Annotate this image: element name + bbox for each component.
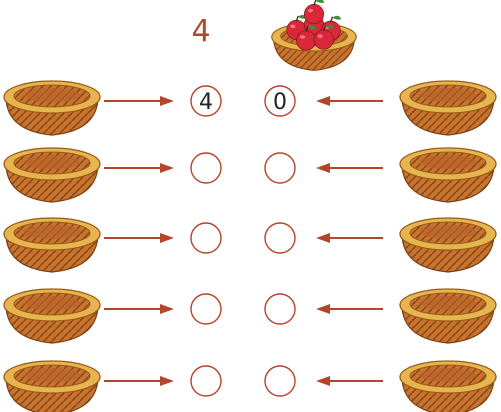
empty-basket-icon bbox=[3, 80, 101, 136]
left-answer-circle[interactable] bbox=[190, 222, 222, 254]
arrow-right-icon bbox=[104, 376, 174, 386]
empty-basket-icon bbox=[3, 147, 101, 203]
arrow-right-icon bbox=[104, 304, 174, 314]
right-answer-circle[interactable] bbox=[264, 152, 296, 184]
left-answer-circle[interactable]: 4 bbox=[190, 85, 222, 117]
empty-basket-icon bbox=[399, 288, 497, 344]
total-number: 4 bbox=[191, 14, 211, 49]
arrow-right-icon bbox=[104, 96, 174, 106]
empty-basket-icon bbox=[399, 80, 497, 136]
empty-basket-icon bbox=[399, 360, 497, 412]
empty-basket-icon bbox=[399, 217, 497, 273]
arrow-left-icon bbox=[316, 233, 383, 243]
arrow-left-icon bbox=[316, 376, 383, 386]
empty-basket-icon bbox=[3, 288, 101, 344]
left-answer-circle[interactable] bbox=[190, 293, 222, 325]
right-answer-circle[interactable] bbox=[264, 365, 296, 397]
row-3 bbox=[3, 217, 497, 273]
right-answer-value: 0 bbox=[273, 90, 287, 115]
arrow-left-icon bbox=[316, 96, 383, 106]
left-answer-circle[interactable] bbox=[190, 152, 222, 184]
row-5 bbox=[3, 360, 497, 412]
right-answer-circle[interactable] bbox=[264, 293, 296, 325]
left-answer-value: 4 bbox=[199, 90, 213, 115]
right-answer-circle[interactable]: 0 bbox=[264, 85, 296, 117]
arrow-left-icon bbox=[316, 304, 383, 314]
empty-basket-icon bbox=[399, 147, 497, 203]
arrow-right-icon bbox=[104, 163, 174, 173]
right-answer-circle[interactable] bbox=[264, 222, 296, 254]
arrow-left-icon bbox=[316, 163, 383, 173]
empty-basket-icon bbox=[3, 217, 101, 273]
row-4 bbox=[3, 288, 497, 344]
row-2 bbox=[3, 147, 497, 203]
arrow-right-icon bbox=[104, 233, 174, 243]
empty-basket-icon bbox=[3, 360, 101, 412]
left-answer-circle[interactable] bbox=[190, 365, 222, 397]
apple-basket-icon bbox=[271, 0, 357, 71]
